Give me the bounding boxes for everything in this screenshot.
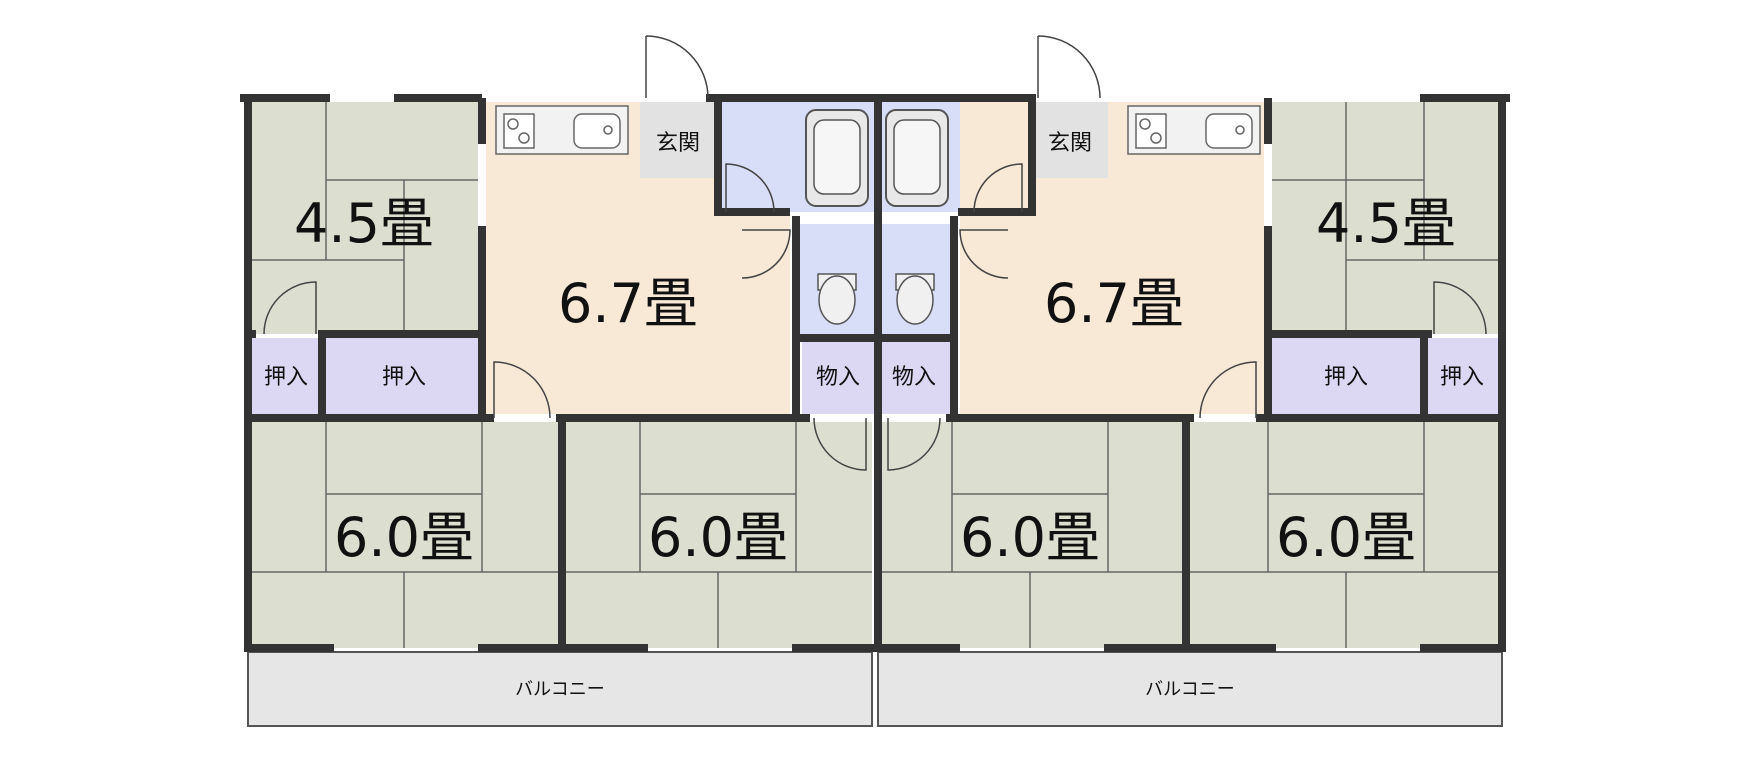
walls — [240, 94, 1510, 652]
room-6-b-left — [566, 422, 872, 648]
entrance-right — [1032, 102, 1108, 178]
door-swings — [263, 35, 1487, 471]
storage-left — [802, 342, 876, 414]
label-storage-left: 物入 — [816, 365, 860, 390]
label-room-6-a-left: 6.0畳 — [334, 506, 474, 569]
room-4-5-left — [248, 102, 478, 334]
label-room-4-5-left: 4.5畳 — [294, 192, 434, 255]
unit-left — [247, 102, 876, 727]
label-room-6-b-right: 6.0畳 — [1276, 506, 1416, 569]
unit-right — [877, 102, 1503, 727]
label-room-4-5-right: 4.5畳 — [1316, 192, 1456, 255]
balcony-left — [247, 651, 873, 727]
label-closet-2-left: 押入 — [382, 365, 426, 390]
label-balcony-left: バルコニー — [515, 679, 605, 700]
closet-small-right — [1428, 338, 1498, 414]
label-closet-1-right: 押入 — [1324, 365, 1368, 390]
tatami-lines-4-5-left — [248, 102, 478, 334]
label-closet-2-right: 押入 — [1440, 365, 1484, 390]
closet-small-left — [252, 338, 318, 414]
closet-large-right — [1272, 338, 1420, 414]
kitchen-counter-right — [1127, 105, 1261, 155]
label-storage-right: 物入 — [892, 365, 936, 390]
label-living-right: 6.7畳 — [1044, 272, 1184, 335]
storage-right — [878, 342, 952, 414]
label-entrance-right: 玄関 — [1048, 131, 1092, 156]
entrance-left — [640, 102, 716, 178]
label-living-left: 6.7畳 — [558, 272, 698, 335]
kitchen-counter-left — [495, 105, 629, 155]
label-entrance-left: 玄関 — [656, 131, 700, 156]
toilet-right — [895, 273, 935, 325]
room-4-5-right — [1272, 102, 1502, 334]
toilet-left — [817, 273, 857, 325]
label-room-6-a-right: 6.0畳 — [960, 506, 1100, 569]
balcony-right — [877, 651, 1503, 727]
closet-large-left — [326, 338, 478, 414]
room-6-a-left — [248, 422, 558, 648]
label-room-6-b-left: 6.0畳 — [648, 506, 788, 569]
tatami-lines-4-5-right — [1272, 102, 1502, 334]
label-closet-1-left: 押入 — [264, 365, 308, 390]
label-balcony-right: バルコニー — [1145, 679, 1235, 700]
